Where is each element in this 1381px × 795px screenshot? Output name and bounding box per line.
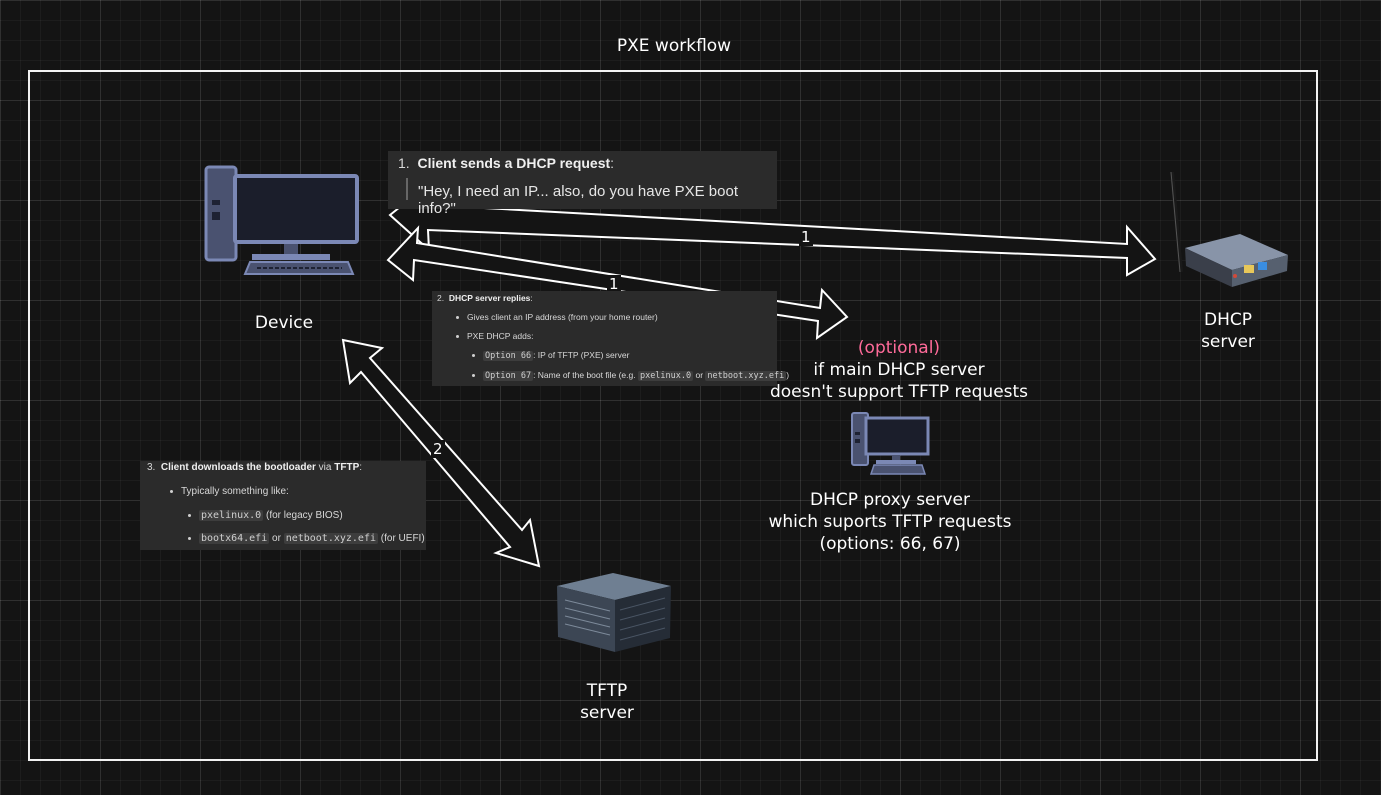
device-label: Device [254,313,314,333]
proxy-label: DHCP proxy server which suports TFTP req… [768,490,1012,554]
optional-tag: (optional) [857,338,941,358]
router-icon [1170,171,1288,287]
step3-card: 3. Client downloads the bootloader via T… [140,461,426,550]
diagram-title: PXE workflow [616,36,732,56]
proxy-server-icon [851,412,930,475]
edge-label-tftp: 2 [431,440,445,458]
step2-card: 2. DHCP server replies: Gives client an … [432,291,789,386]
step1-card: 1. Client sends a DHCP request: "Hey, I … [388,151,777,217]
step1-quote: "Hey, I need an IP... also, do you have … [418,183,738,217]
edge-label-dhcp: 1 [799,228,813,246]
edge-label-proxy: 1 [607,275,621,293]
diagram-frame [28,70,1318,761]
proxy-note: (optional) if main DHCP server doesn't s… [739,337,1059,403]
tftp-server-icon [557,573,671,652]
device-icon [204,165,359,275]
